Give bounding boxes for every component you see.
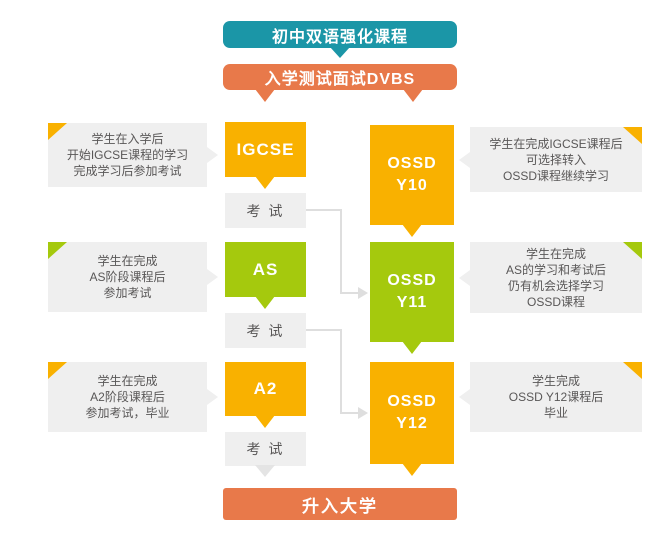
stage-a2: A2 [225,362,306,416]
corner-fold-icon [48,123,67,140]
note-line: 参加考试，毕业 [85,406,170,420]
note-ossd-y11-right: 学生在完成 AS的学习和考试后 仍有机会选择学习 OSSD课程 [459,242,642,313]
stage-ossd-y11: OSSD Y11 [370,242,454,342]
arrow-right-icon [207,389,218,405]
stage-label-line: Y12 [396,415,428,432]
stage-as: AS [225,242,306,297]
stage-label-line: OSSD [387,393,437,410]
note-line: 开始IGCSE课程的学习 [66,148,189,162]
note-line: 学生在完成 [97,254,158,268]
note-ossd-y10-right: 学生在完成IGCSE课程后 可选择转入 OSSD课程继续学习 [459,127,642,192]
note-line: 学生在入学后 [91,132,164,146]
note-line: A2阶段课程后 [90,390,165,404]
note-line: 毕业 [543,406,568,420]
arrow-down-icon [255,176,275,189]
stage-label-line: Y10 [396,177,428,194]
arrow-down-icon [255,465,275,477]
arrow-down-icon [255,296,275,309]
arrow-down-icon [402,463,422,476]
note-line: OSSD Y12课程后 [508,390,604,404]
arrow-down-icon [255,89,275,102]
arrow-left-icon [459,389,470,405]
arrow-right-icon [207,147,218,163]
arrow-down-icon [255,415,275,428]
corner-fold-icon [48,242,67,259]
note-line: 学生完成 [531,374,580,388]
stage-label-line: Y11 [396,294,428,311]
stage-label-line: OSSD [387,272,437,289]
stage-label-line: OSSD [387,155,437,172]
banner-junior-bilingual-course: 初中双语强化课程 [223,21,457,48]
note-line: 参加考试 [103,286,152,300]
note-ossd-y12-right: 学生完成 OSSD Y12课程后 毕业 [459,362,642,432]
banner-admission-test: 入学测试面试DVBS [223,64,457,90]
arrow-right-icon [207,269,218,285]
exam-box-igcse: 考 试 [225,193,306,228]
arrow-down-icon [330,47,350,58]
note-line: 仍有机会选择学习 [507,278,604,293]
arrow-down-icon [403,89,423,102]
corner-fold-icon [623,127,642,144]
exam-box-as: 考 试 [225,313,306,348]
note-igcse-left: 学生在入学后 开始IGCSE课程的学习 完成学习后参加考试 [48,123,218,187]
note-line: 学生在完成 [525,246,586,261]
arrow-left-icon [459,151,470,168]
note-line: OSSD课程 [526,294,585,309]
note-line: AS阶段课程后 [89,270,166,284]
arrow-right-icon [358,287,368,299]
stage-ossd-y10: OSSD Y10 [370,125,454,225]
stage-ossd-y12: OSSD Y12 [370,362,454,464]
note-line: 可选择转入 [525,152,586,167]
arrow-left-icon [459,269,470,286]
note-line: 学生在完成IGCSE课程后 [489,136,623,151]
arrow-down-icon [402,224,422,237]
note-as-left: 学生在完成 AS阶段课程后 参加考试 [48,242,218,312]
note-line: 学生在完成 [97,374,158,388]
corner-fold-icon [48,362,67,379]
connector-as-exam-to-ossd-y12 [306,329,358,414]
stage-igcse: IGCSE [225,122,306,177]
note-line: AS的学习和考试后 [505,262,606,277]
banner-enter-university: 升入大学 [223,488,457,520]
arrow-right-icon [358,407,368,419]
corner-fold-icon [623,362,642,379]
note-line: OSSD课程继续学习 [502,168,609,183]
corner-fold-icon [623,242,642,259]
arrow-down-icon [402,341,422,354]
exam-box-a2: 考 试 [225,432,306,466]
note-a2-left: 学生在完成 A2阶段课程后 参加考试，毕业 [48,362,218,432]
note-line: 完成学习后参加考试 [73,164,182,178]
connector-igcse-exam-to-ossd-y11 [306,209,358,294]
